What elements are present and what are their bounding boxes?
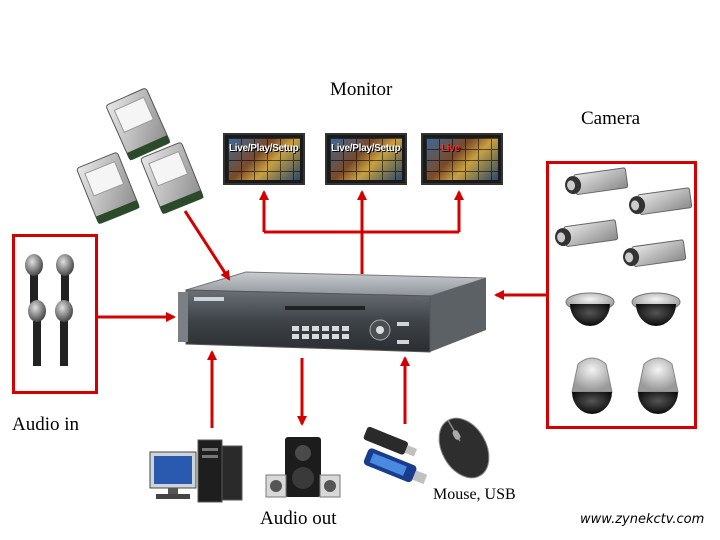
- hard-disk-icon: [106, 88, 171, 161]
- monitor-icon: Live: [421, 133, 503, 185]
- speaker-icon: [265, 437, 341, 498]
- dome-camera-icon: [631, 292, 681, 326]
- box-camera-icon: [555, 219, 619, 247]
- monitor-screen-text: Live/Play/Setup: [229, 143, 299, 154]
- dome-camera-icon: [565, 292, 615, 326]
- box-camera-icon: [623, 239, 687, 267]
- monitor-screen-text: Live/Play/Setup: [331, 143, 401, 154]
- usb-drive-icon: [363, 426, 428, 485]
- connection-arrows: [98, 190, 546, 428]
- microphone-icon: [56, 254, 74, 304]
- box-camera-icon: [629, 187, 693, 215]
- hard-disk-icon: [76, 152, 140, 225]
- mouse-icon: [438, 417, 490, 479]
- microphone-icon: [25, 254, 43, 304]
- monitor-icon: Live/Play/Setup: [223, 133, 305, 185]
- microphone-icon: [28, 300, 46, 366]
- arrow-hdd-to-dvr: [183, 210, 231, 281]
- speed-dome-camera-icon: [637, 357, 679, 414]
- microphone-icon: [55, 300, 73, 366]
- pc-icon: [149, 439, 243, 503]
- speed-dome-camera-icon: [571, 357, 613, 414]
- monitor-label: Monitor: [330, 79, 393, 100]
- audio-in-label: Audio in: [12, 414, 80, 435]
- mouse-usb-label: Mouse, USB: [433, 486, 516, 503]
- website-url: www.zynekctv.com: [580, 512, 705, 527]
- monitor-icon: Live/Play/Setup: [325, 133, 407, 185]
- camera-frame: [546, 161, 697, 429]
- camera-label: Camera: [581, 108, 641, 129]
- audio-out-label: Audio out: [260, 508, 337, 529]
- monitor-screen-text: Live: [441, 143, 460, 154]
- box-camera-icon: [565, 167, 629, 195]
- hard-disk-icon: [140, 142, 204, 215]
- audio-in-frame: [12, 234, 98, 394]
- dvr-icon: [178, 271, 487, 353]
